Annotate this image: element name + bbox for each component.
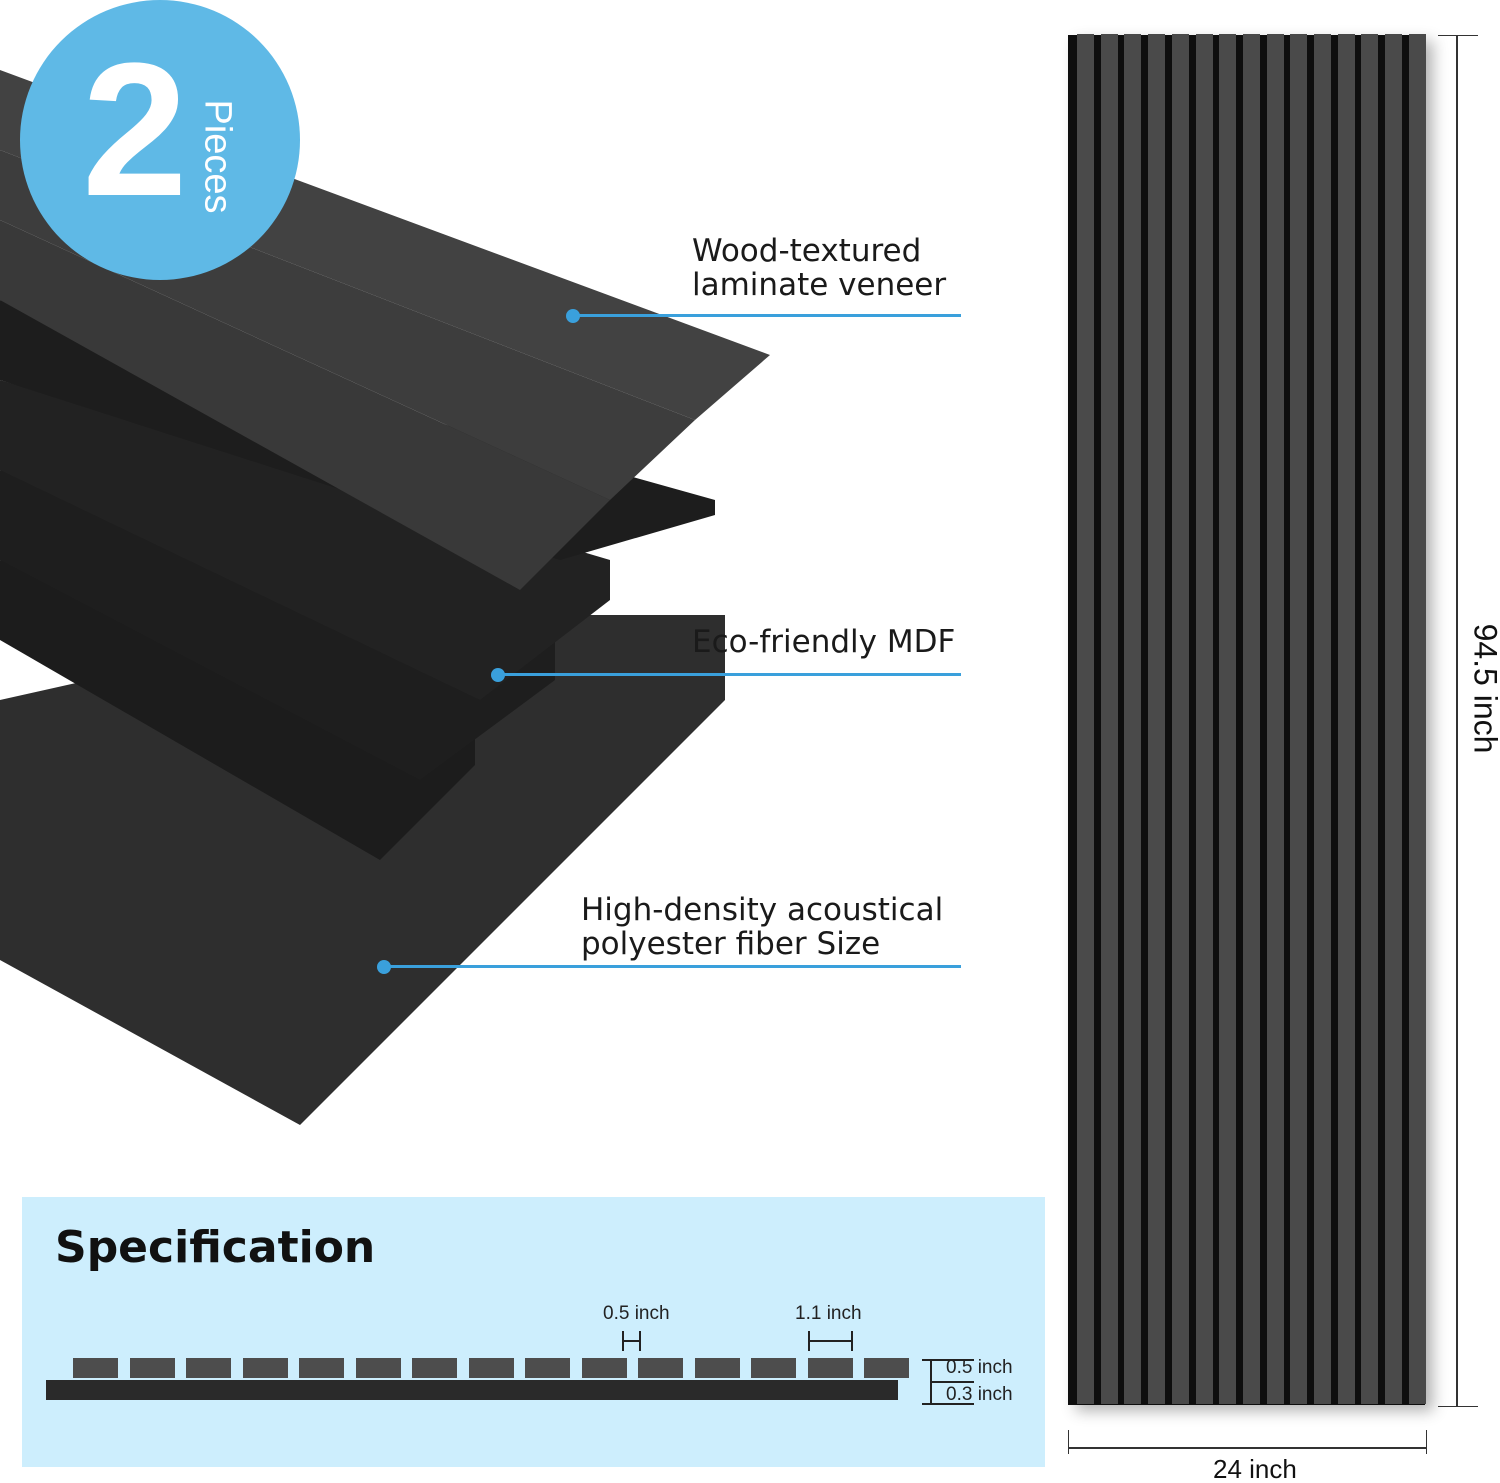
slat-width-label: 0.5 inch (603, 1303, 670, 1324)
panel-slat (1148, 34, 1166, 1404)
pieces-badge: 2 Pieces (20, 0, 300, 280)
spec-slat (751, 1358, 796, 1378)
badge-label: Pieces (196, 99, 239, 214)
spec-slat (186, 1358, 231, 1378)
panel-slat (1219, 34, 1237, 1404)
veneer-strip (0, 220, 610, 590)
panel-slat (1195, 34, 1213, 1404)
height-dimension-line (1438, 35, 1478, 1407)
badge-number: 2 (82, 24, 188, 236)
panel-slat (1337, 34, 1355, 1404)
panel-slat (1361, 34, 1379, 1404)
callout-line (384, 965, 961, 968)
callout-text: High-density acoustical (581, 892, 944, 928)
slat-thickness-label: 0.5 inch (946, 1357, 1013, 1378)
panel-slat (1242, 34, 1260, 1404)
callout-text: Eco-friendly MDF (692, 624, 956, 660)
callout-text: polyester fiber Size (581, 926, 881, 962)
specification-title: Specification (55, 1222, 376, 1273)
spec-slat (864, 1358, 909, 1378)
spec-slat (581, 1358, 627, 1378)
spec-slat (525, 1358, 570, 1378)
spec-slat (412, 1358, 457, 1378)
slat-spacing-label: 1.1 inch (795, 1303, 862, 1324)
panel-slat (1266, 34, 1284, 1404)
spec-slat (468, 1358, 514, 1378)
slat-spacing-marker (808, 1331, 853, 1351)
spec-slat (807, 1358, 853, 1378)
spec-slat (73, 1358, 118, 1378)
layered-panel-illustration (0, 70, 770, 1125)
spec-base (46, 1380, 898, 1400)
panel-slat (1100, 34, 1118, 1404)
panel-slat (1385, 34, 1403, 1404)
callout-line (498, 673, 961, 676)
slat-width-marker (622, 1331, 641, 1351)
specification-box (22, 1197, 1045, 1467)
spec-slat (299, 1358, 344, 1378)
panel-slat (1314, 34, 1331, 1404)
width-dimension-line (1068, 1430, 1427, 1454)
mdf-slat (0, 470, 555, 780)
spec-slat (242, 1358, 288, 1378)
panel-slat (1408, 34, 1426, 1404)
spec-slat (638, 1358, 683, 1378)
height-label: 94.5 inch (1467, 623, 1500, 754)
base-thickness-label: 0.3 inch (946, 1384, 1013, 1405)
callout-text: Wood-textured (692, 233, 922, 269)
width-label: 24 inch (1213, 1454, 1297, 1483)
thickness-marker (922, 1359, 974, 1405)
callout-line (573, 314, 961, 317)
panel-slat (1290, 34, 1308, 1404)
panel-slat (1077, 34, 1094, 1404)
spec-slat (694, 1358, 740, 1378)
panel-slat (1124, 34, 1142, 1404)
spec-slat (129, 1358, 175, 1378)
panel-slat (1171, 34, 1189, 1404)
mdf-slat (0, 380, 610, 700)
callout-text: laminate veneer (692, 267, 947, 303)
spec-slat (355, 1358, 401, 1378)
callout-mdf: Eco-friendly MDF (692, 625, 955, 659)
mdf-slat (0, 560, 475, 860)
